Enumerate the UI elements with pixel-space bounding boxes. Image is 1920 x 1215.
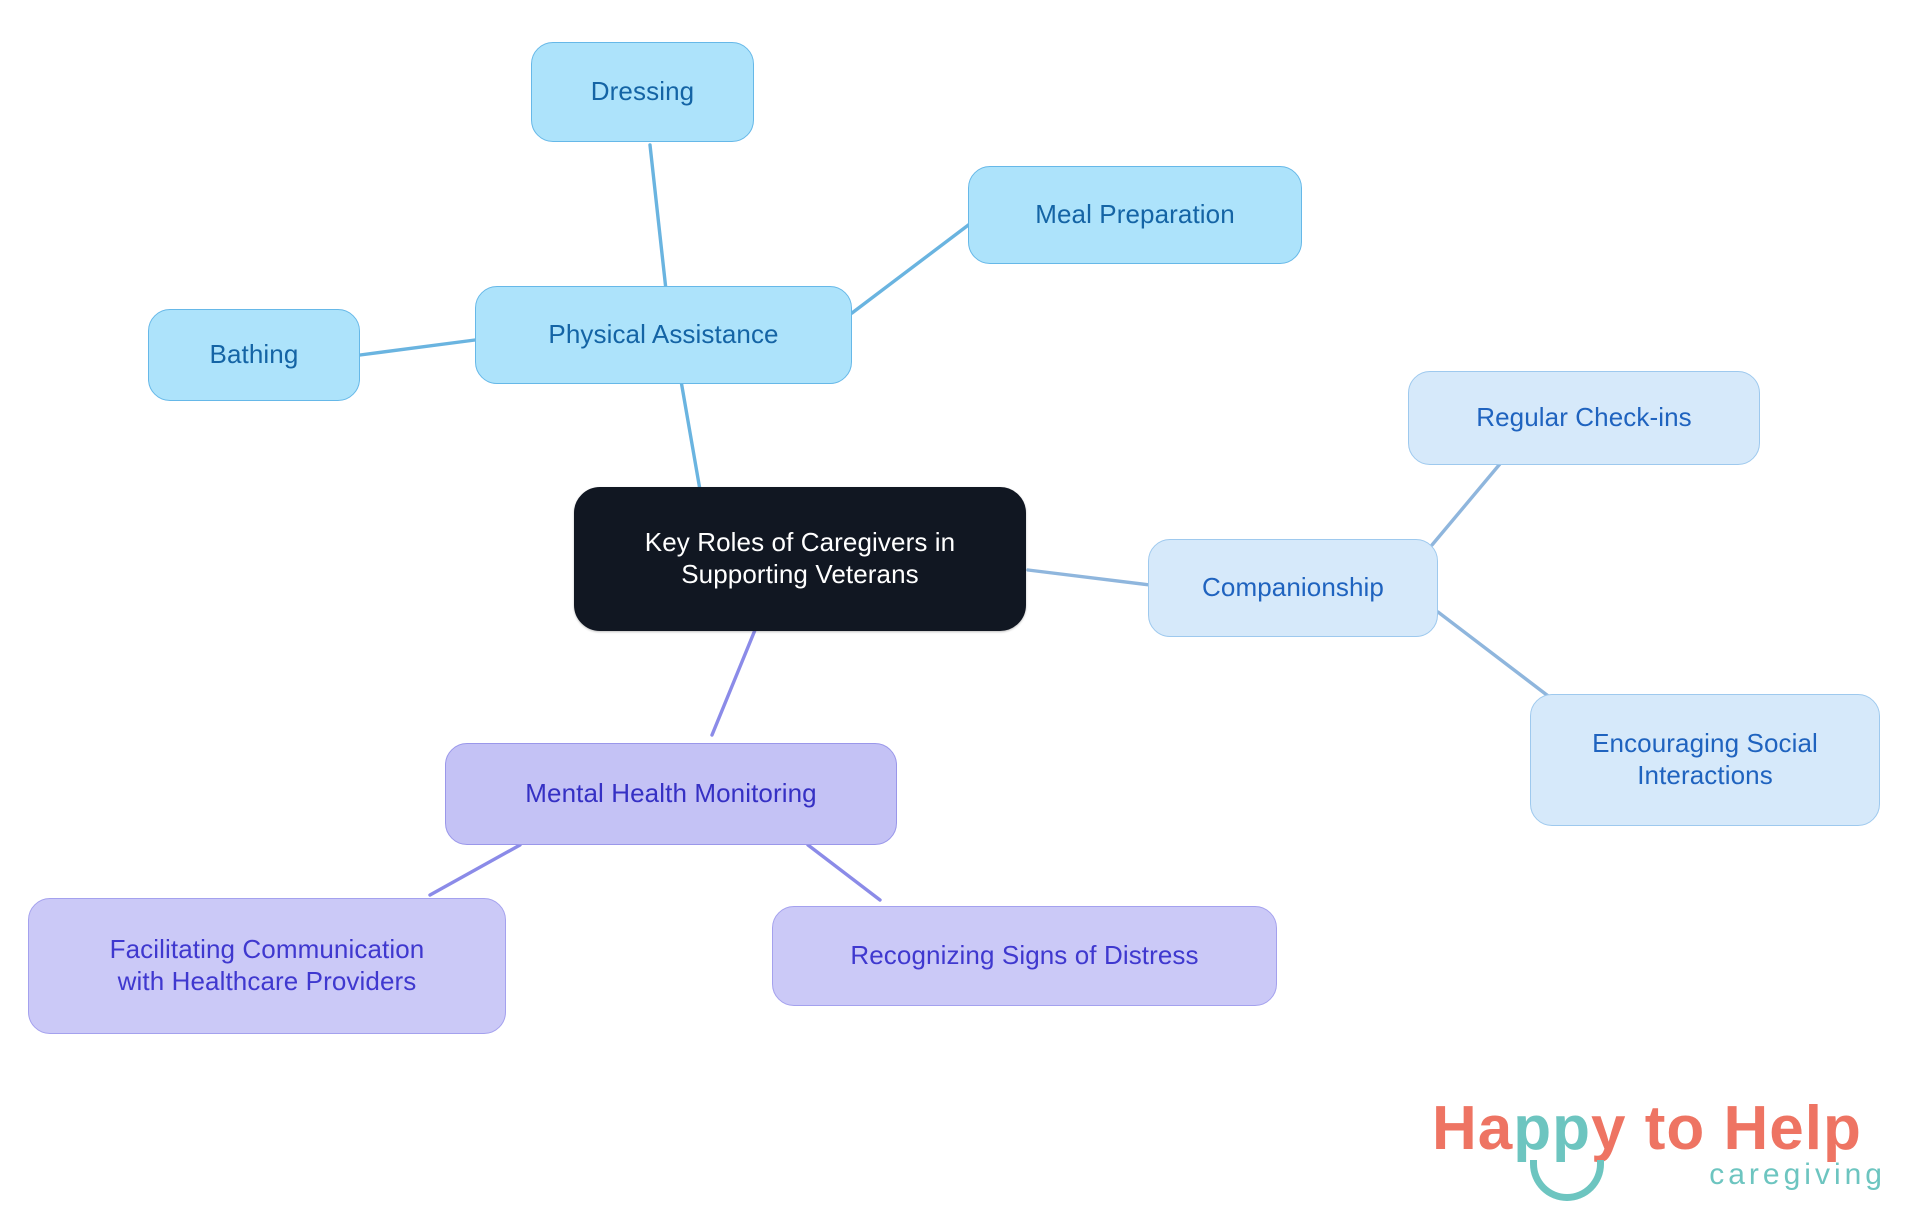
edge-root-physical-assistance xyxy=(678,373,702,492)
node-facilitating-communication[interactable]: Facilitating Communication with Healthca… xyxy=(28,898,506,1034)
node-regular-check-ins[interactable]: Regular Check-ins xyxy=(1408,371,1760,465)
edge-mental-health-recognizing-signs-of-distress xyxy=(806,843,882,902)
edge-root-companionship xyxy=(1026,568,1152,587)
logo-text-to-help: to Help xyxy=(1626,1094,1862,1163)
node-companionship[interactable]: Companionship xyxy=(1148,539,1438,637)
edge-physical-assistance-dressing xyxy=(648,143,668,292)
edge-mental-health-facilitating-communication xyxy=(428,843,522,897)
logo-wordmark: Happy to Help xyxy=(1432,1098,1892,1160)
node-physical-assistance[interactable]: Physical Assistance xyxy=(475,286,852,384)
edge-root-mental-health-monitoring xyxy=(710,628,757,737)
node-recognizing-signs-of-distress[interactable]: Recognizing Signs of Distress xyxy=(772,906,1277,1006)
node-meal-preparation[interactable]: Meal Preparation xyxy=(968,166,1302,264)
node-root[interactable]: Key Roles of Caregivers in Supporting Ve… xyxy=(574,487,1026,631)
logo-text-ha: Ha xyxy=(1432,1094,1514,1163)
brand-logo: Happy to Help caregiving xyxy=(1432,1098,1892,1206)
node-mental-health-monitoring[interactable]: Mental Health Monitoring xyxy=(445,743,897,845)
logo-tagline: caregiving xyxy=(1709,1158,1886,1191)
node-dressing[interactable]: Dressing xyxy=(531,42,754,142)
node-encouraging-social-interactions[interactable]: Encouraging Social Interactions xyxy=(1530,694,1880,826)
edge-physical-assistance-meal-preparation xyxy=(850,218,977,315)
node-bathing[interactable]: Bathing xyxy=(148,309,360,401)
edge-companionship-encouraging-social-interactions xyxy=(1436,610,1562,707)
logo-text-pp: pp xyxy=(1513,1094,1592,1163)
logo-text-y: y xyxy=(1591,1094,1627,1163)
edge-physical-assistance-bathing xyxy=(358,338,477,357)
